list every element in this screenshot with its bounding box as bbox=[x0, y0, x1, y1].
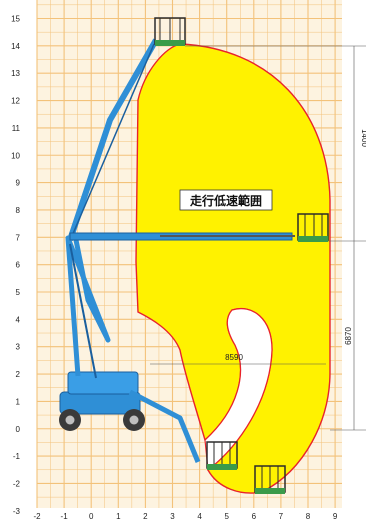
rear-wheel-hub bbox=[129, 415, 139, 425]
aerial-work-platform bbox=[59, 38, 295, 463]
y-tick-label: 13 bbox=[11, 69, 20, 78]
lower-boom bbox=[65, 235, 111, 377]
x-tick-label: 8 bbox=[306, 512, 311, 521]
platform-top bbox=[154, 17, 186, 46]
main-boom-upper-inner bbox=[71, 43, 155, 237]
x-axis-tick-labels: -2 -1 0 1 2 3 4 5 6 7 8 9 bbox=[33, 512, 337, 521]
x-tick-label: 2 bbox=[143, 512, 148, 521]
zone-label: 走行低速範囲 bbox=[190, 193, 262, 208]
platform-mid bbox=[297, 213, 329, 242]
x-tick-label: 7 bbox=[279, 512, 284, 521]
lower-boom-link bbox=[69, 243, 97, 379]
y-tick-label: 12 bbox=[11, 97, 20, 106]
x-tick-label: 5 bbox=[224, 512, 229, 521]
y-tick-label: -2 bbox=[13, 479, 21, 488]
y-tick-label: 10 bbox=[11, 151, 20, 160]
y-tick-label: 5 bbox=[16, 288, 21, 297]
y-tick-label: 2 bbox=[16, 370, 21, 379]
vertical-span-label: 6870 bbox=[344, 327, 353, 345]
y-tick-label: -3 bbox=[13, 507, 21, 516]
y-tick-label: 8 bbox=[16, 206, 21, 215]
y-tick-label: 14 bbox=[11, 42, 20, 51]
y-tick-label: 1 bbox=[16, 397, 21, 406]
y-tick-label: 4 bbox=[16, 315, 21, 324]
turntable bbox=[67, 371, 139, 395]
y-tick-label: 0 bbox=[16, 425, 21, 434]
y-tick-label: 7 bbox=[16, 233, 21, 242]
x-tick-label: 1 bbox=[116, 512, 121, 521]
x-tick-label: 0 bbox=[89, 512, 94, 521]
zone-label-box bbox=[179, 189, 273, 211]
x-tick-label: 4 bbox=[197, 512, 202, 521]
platform-bottom bbox=[254, 465, 286, 494]
y-tick-label: -1 bbox=[13, 452, 21, 461]
y-tick-label: 11 bbox=[12, 124, 21, 133]
x-tick-label: 9 bbox=[333, 512, 338, 521]
y-tick-label: 3 bbox=[16, 343, 21, 352]
y-tick-label: 9 bbox=[16, 179, 21, 188]
x-tick-label: 3 bbox=[170, 512, 175, 521]
x-tick-label: 6 bbox=[252, 512, 257, 521]
x-tick-label: -2 bbox=[33, 512, 41, 521]
front-wheel-hub bbox=[65, 415, 75, 425]
lower-jib bbox=[128, 389, 201, 463]
horizontal-reach-label: 8590 bbox=[225, 353, 243, 362]
main-boom-upper bbox=[67, 38, 159, 241]
platform-low bbox=[206, 441, 238, 470]
x-tick-label: -1 bbox=[61, 512, 69, 521]
total-height-label: 1400 bbox=[360, 129, 366, 147]
y-tick-label: 6 bbox=[16, 261, 21, 270]
y-tick-label: 15 bbox=[11, 15, 20, 24]
